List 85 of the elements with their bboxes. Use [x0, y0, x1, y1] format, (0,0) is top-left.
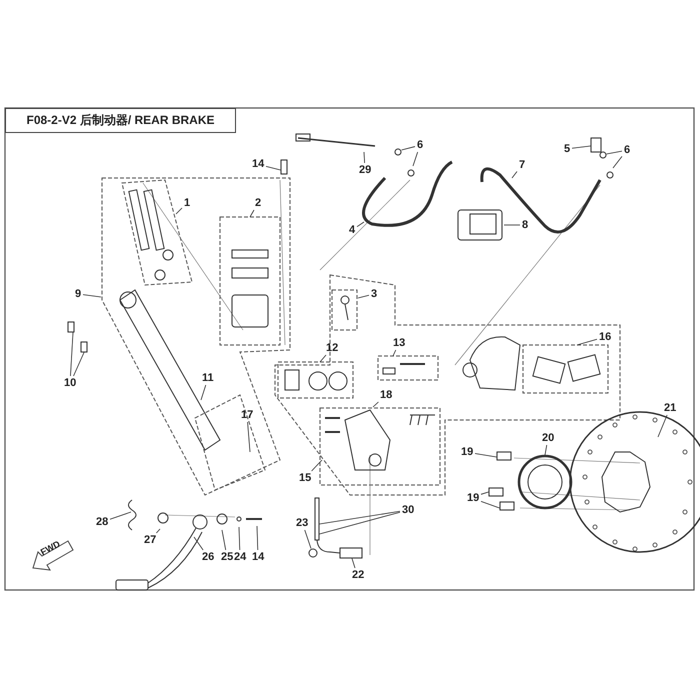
leader-line — [156, 528, 160, 534]
callout-number: 30 — [401, 504, 416, 516]
leader-line — [504, 224, 520, 226]
leader-line — [73, 352, 84, 376]
callout-number: 5 — [563, 143, 572, 155]
callout-number: 15 — [298, 472, 312, 484]
bolt — [68, 322, 74, 332]
callout-number: 26 — [201, 551, 216, 563]
leader-line — [110, 512, 132, 520]
leader-line — [222, 530, 226, 550]
direction-label: FWD — [38, 538, 62, 558]
callout-number: 8 — [521, 219, 530, 231]
callout-number: 27 — [143, 534, 158, 546]
callout-number: 25 — [220, 551, 234, 563]
callout-number: 28 — [95, 516, 110, 528]
callout-number: 17 — [240, 409, 254, 421]
callout-number: 6 — [416, 139, 424, 151]
leader-line — [200, 384, 206, 400]
callout-number: 13 — [392, 337, 406, 349]
callout-number: 10 — [63, 377, 78, 389]
callout-number: 1 — [183, 197, 192, 209]
leader-line — [311, 460, 322, 472]
leader-line — [319, 510, 400, 524]
leader-line — [474, 453, 497, 458]
bolt — [488, 488, 504, 496]
leader-line — [356, 222, 364, 228]
leader-line — [658, 414, 668, 438]
callout-number: 2 — [254, 197, 262, 209]
callout-number: 19 — [466, 492, 480, 504]
leader-line — [512, 171, 518, 178]
bolt — [590, 138, 602, 152]
leader-line — [392, 350, 396, 356]
leader-line — [480, 500, 500, 508]
sensor — [340, 548, 362, 558]
callout-number: 16 — [598, 331, 612, 343]
leader-line — [70, 332, 74, 376]
callout-number: 23 — [295, 517, 310, 529]
callout-number: 18 — [379, 389, 394, 401]
leader-line — [250, 210, 254, 218]
leader-line — [358, 294, 370, 298]
leader-line — [176, 208, 182, 214]
leader-line — [320, 354, 326, 362]
bolt — [500, 502, 514, 510]
bolt — [496, 452, 512, 460]
callout-number: 12 — [325, 342, 340, 354]
callout-number: 6 — [623, 144, 632, 156]
leader-line — [247, 422, 250, 452]
leader-line — [319, 512, 400, 534]
callout-number: 20 — [541, 432, 556, 444]
leader-line — [352, 558, 356, 568]
callout-number: 14 — [251, 158, 266, 170]
leader-line — [364, 152, 365, 164]
callout-number: 7 — [518, 159, 526, 171]
washer — [394, 148, 402, 156]
title-box: F08-2-V2 后制动器/ REAR BRAKE — [5, 108, 236, 133]
sensor-ring — [308, 548, 318, 558]
leader-line — [412, 152, 418, 166]
washer — [600, 152, 606, 158]
bolt — [80, 342, 88, 352]
callout-number: 24 — [233, 551, 248, 563]
sensor-cable — [314, 498, 320, 540]
leader-line — [612, 156, 622, 168]
leader-line — [372, 402, 379, 408]
leader-line — [576, 338, 598, 346]
callout-number: 4 — [348, 224, 356, 236]
callout-number: 29 — [358, 164, 372, 176]
leader-line — [480, 492, 489, 495]
callout-number: 9 — [74, 288, 82, 300]
leader-line — [238, 526, 240, 550]
leader-line — [401, 146, 416, 150]
leader-line — [194, 536, 204, 550]
leader-line — [304, 530, 312, 549]
leader-line — [572, 146, 591, 149]
leader-line — [266, 166, 281, 170]
callout-number: 14 — [251, 551, 266, 563]
callout-number: 3 — [370, 288, 378, 300]
leader-line — [256, 526, 258, 550]
leader-line — [544, 444, 548, 456]
callout-number: 21 — [663, 402, 678, 414]
callout-number: 22 — [351, 569, 366, 581]
leader-line — [606, 150, 622, 154]
bolt — [280, 160, 288, 174]
callout-number: 19 — [460, 446, 474, 458]
leader-line — [82, 294, 102, 298]
callout-number: 11 — [201, 372, 215, 384]
